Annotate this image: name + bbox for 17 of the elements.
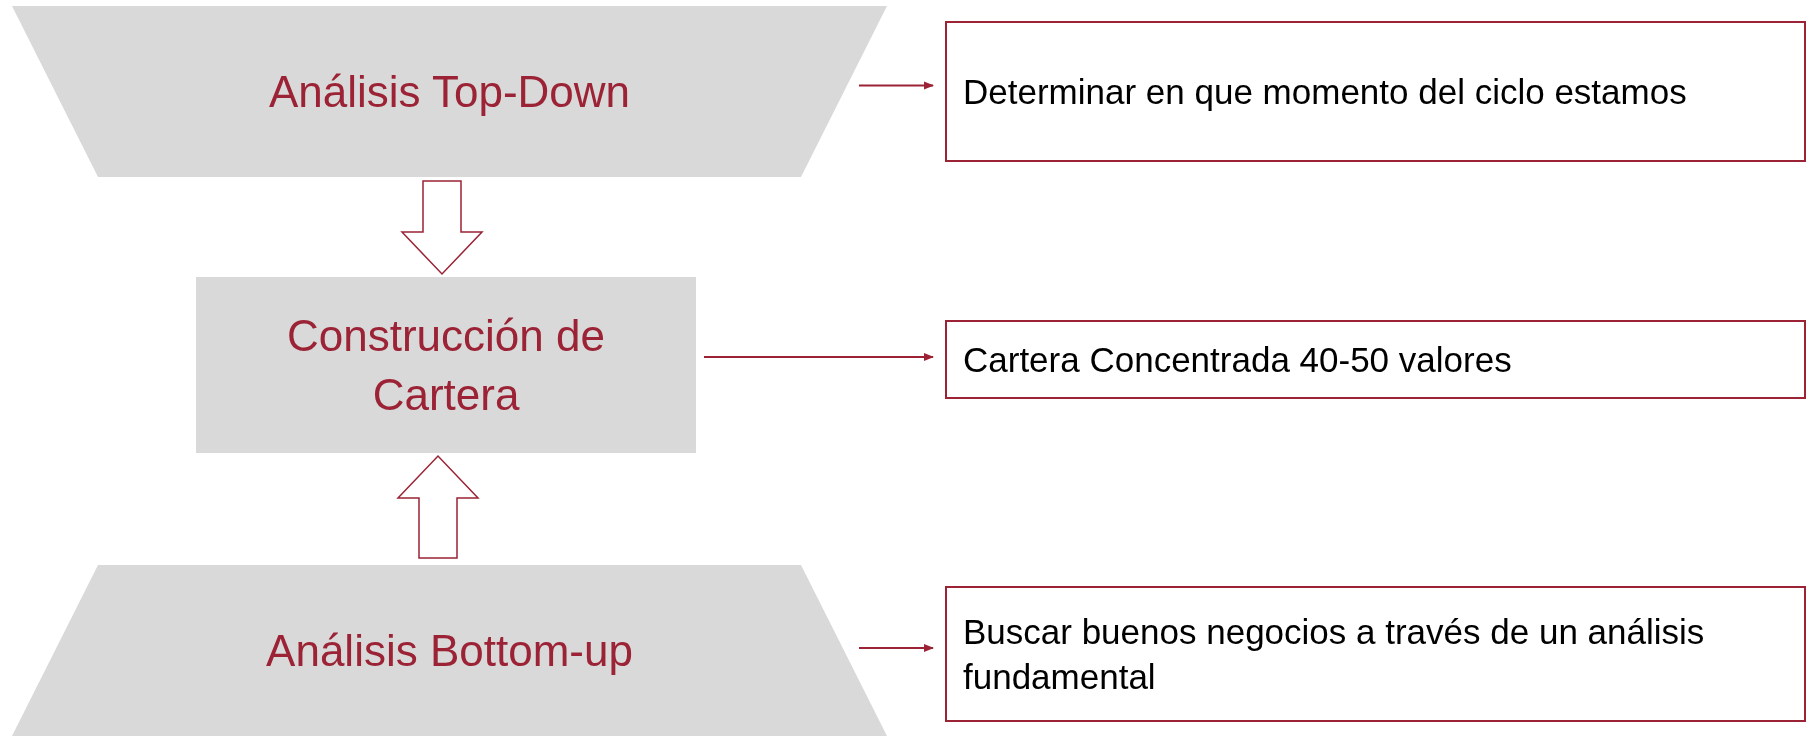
stage-title: Análisis Top-Down (268, 65, 631, 118)
arrow (703, 353, 934, 361)
stage-title: Análisis Bottom-up (266, 624, 633, 677)
arrow (858, 81, 934, 90)
stage-title: Construcción de Cartera (286, 309, 606, 421)
block-arrow (400, 180, 484, 276)
arrow (858, 644, 934, 652)
trapezoid-shape (12, 565, 887, 736)
text-box (945, 21, 1806, 162)
process-box (196, 277, 696, 453)
trapezoid-shape (12, 6, 887, 177)
description-text: Buscar buenos negocios a través de un análisis fundamental (963, 610, 1706, 698)
block-arrow (396, 454, 480, 559)
description-text: Cartera Concentrada 40-50 valores (963, 338, 1512, 381)
text-box (945, 320, 1806, 399)
text-box (945, 586, 1806, 722)
description-text: Determinar en que momento del ciclo estamos (963, 70, 1687, 113)
